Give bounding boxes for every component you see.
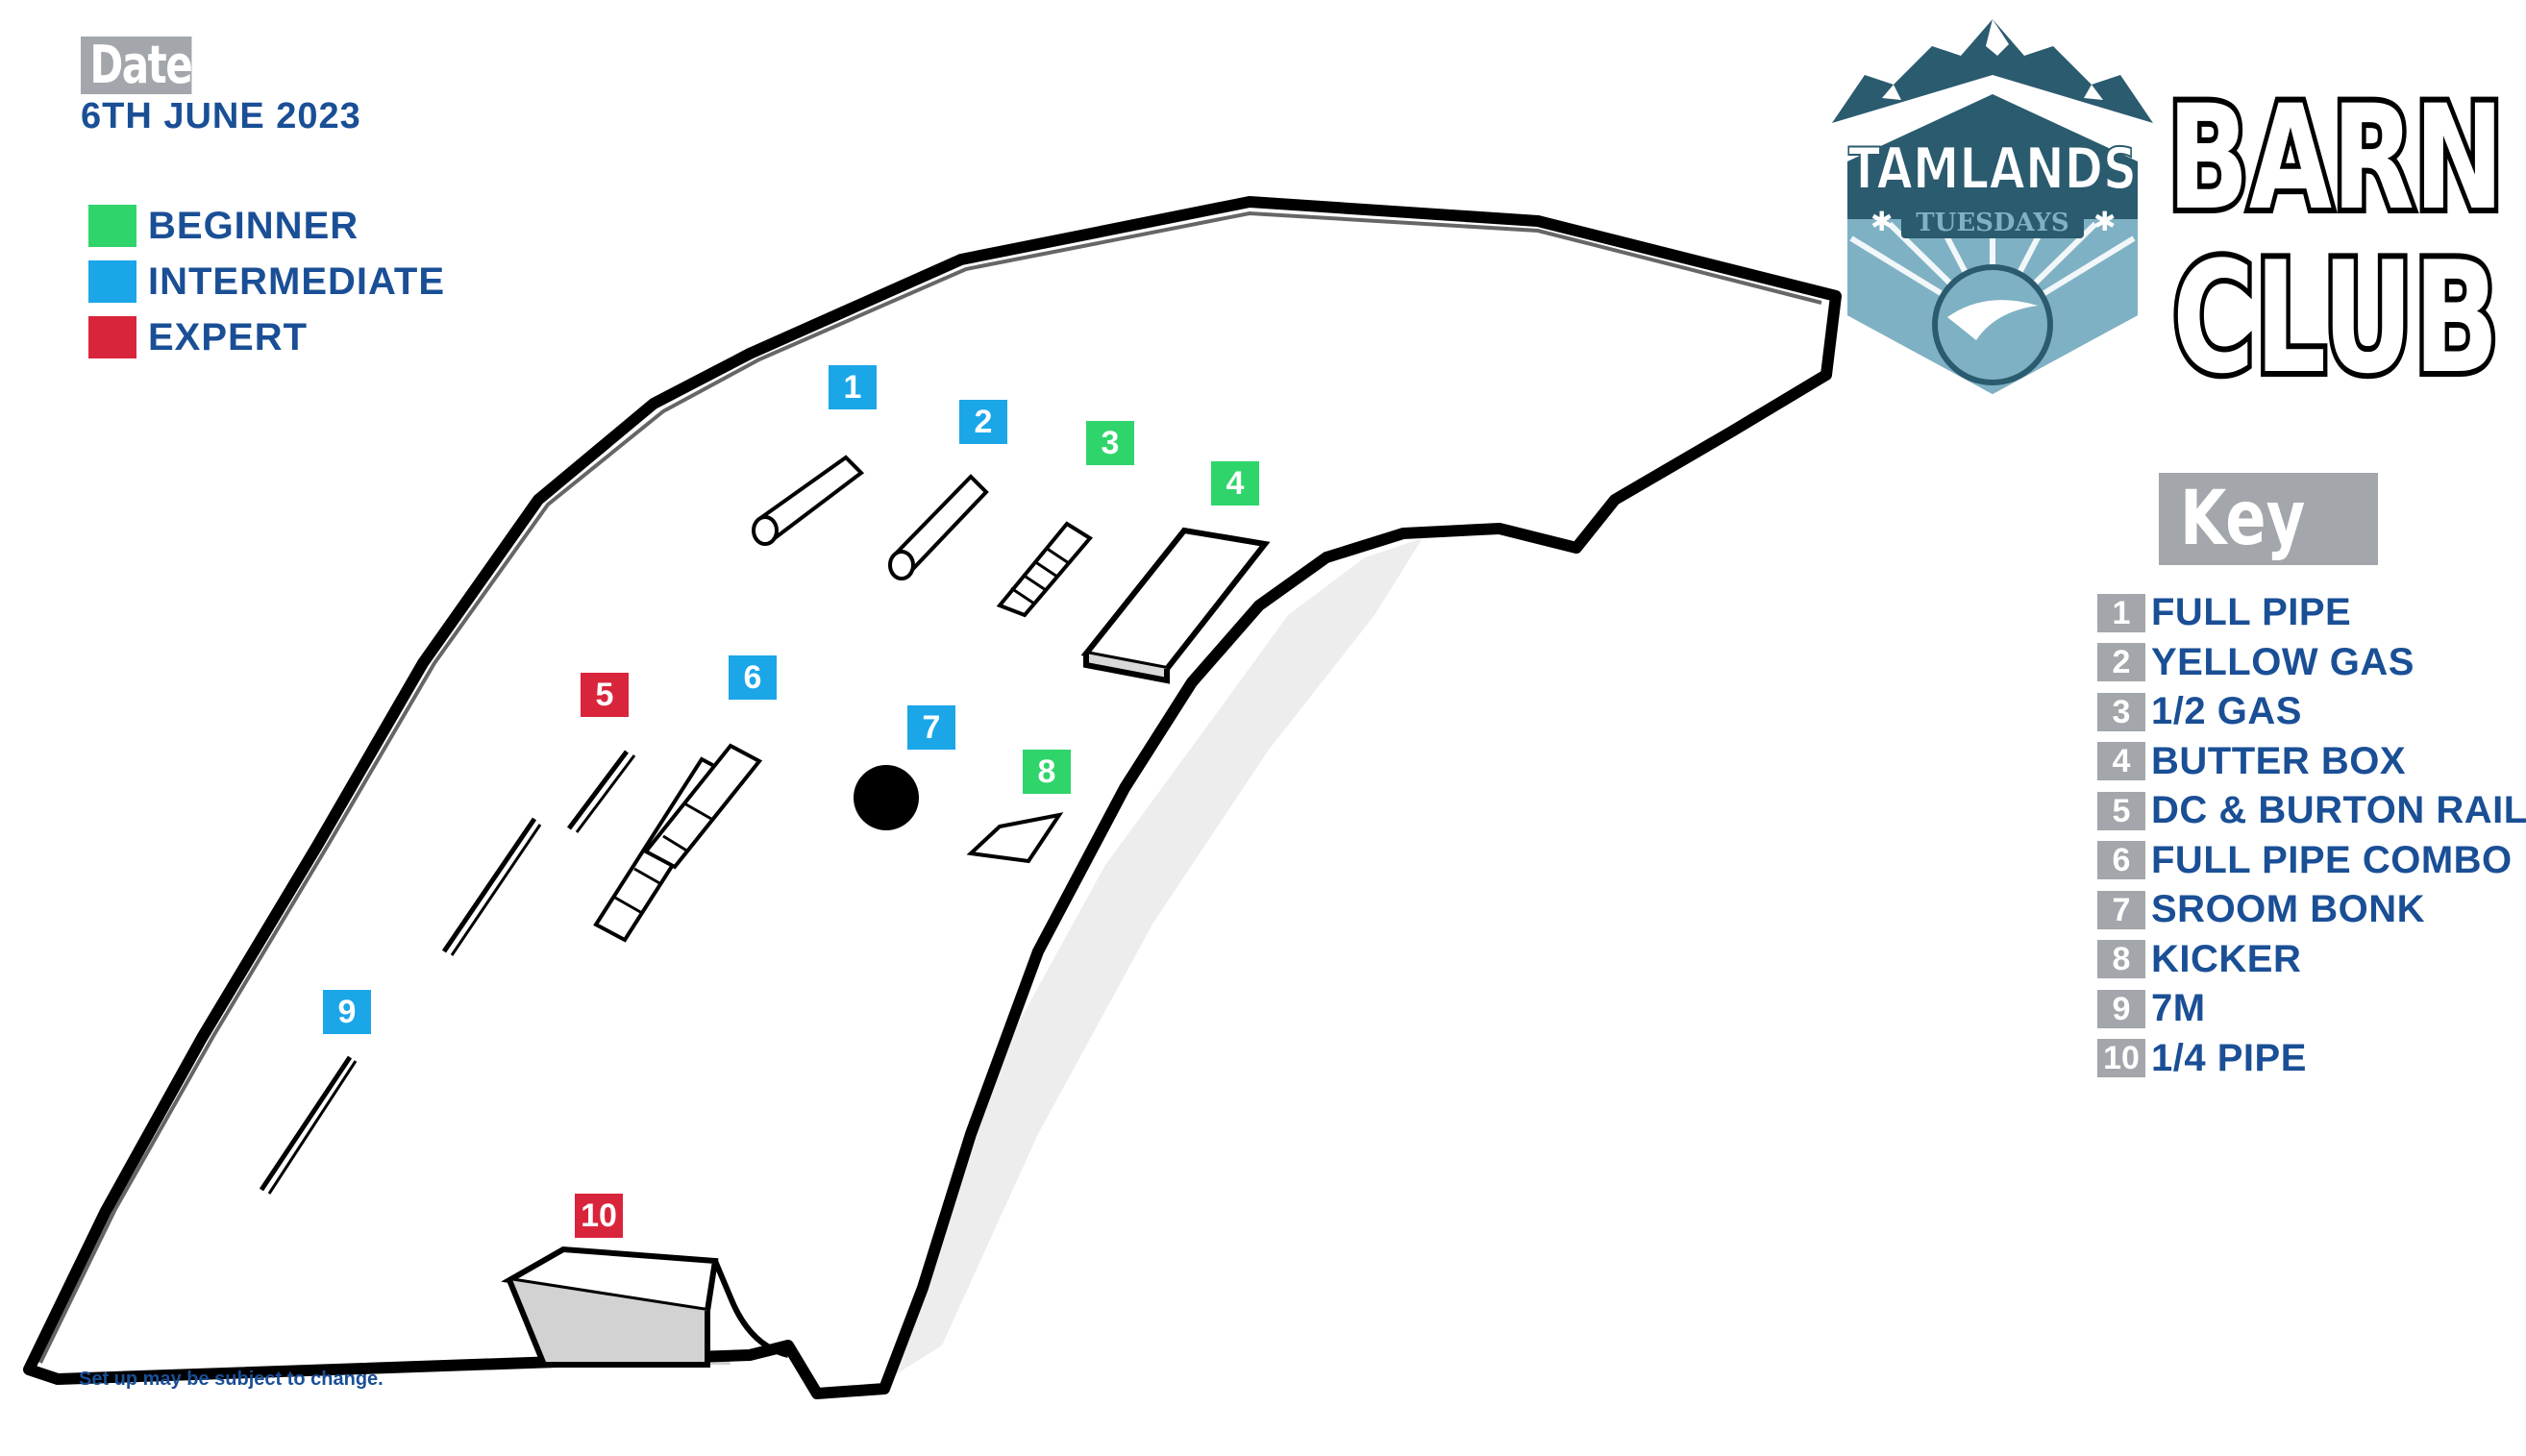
feature-badge-6: 6 [729,655,777,700]
key-item-number: 1 [2097,593,2145,632]
key-item-number: 5 [2097,791,2145,830]
footnote: Set up may be subject to change. [79,1369,384,1390]
barn-club-logo: BARN CLUB [2162,69,2510,394]
legend-swatch-beginner [88,205,136,247]
legend-label-intermediate: INTERMEDIATE [148,259,446,303]
legend-swatch-intermediate [88,260,136,303]
key-item-number: 6 [2097,841,2145,880]
feature-badge-2: 2 [959,400,1007,444]
key-item-number: 3 [2097,692,2145,731]
key-item-name: 1/4 PIPE [2151,1036,2307,1079]
obstacle-7m-rail [259,1055,358,1195]
club-logo-line1: BARN [2167,75,2504,242]
feature-badge-4: 4 [1211,461,1259,506]
slope-outline [23,196,1842,1399]
feature-badge-5: 5 [581,673,629,717]
legend-expert: EXPERT [88,315,308,359]
obstacle-half-gas [996,521,1094,618]
obstacle-full-pipe-combo [593,743,763,943]
key-item-name: KICKER [2151,937,2302,980]
obstacle-butter-box [1080,527,1271,684]
legend-intermediate: INTERMEDIATE [88,259,445,304]
obstacle-yellow-gas [888,474,989,580]
legend-beginner: BEGINNER [88,204,359,248]
tamlands-logo-title: TAMLANDS [1848,136,2137,203]
obstacle-wall-rail [441,817,542,956]
feature-badge-7: 7 [907,705,955,750]
key-item-number: 4 [2097,742,2145,781]
key-item-number: 9 [2097,989,2145,1028]
feature-badge-1: 1 [829,365,877,409]
date-value: 6TH JUNE 2023 [81,96,361,136]
key-item-name: 7M [2151,987,2206,1030]
obstacle-kicker [966,812,1064,864]
club-logo-line2: CLUB [2172,228,2499,394]
key-title: Key [2159,473,2378,565]
key-item-name: DC & BURTON RAIL [2151,789,2526,832]
obstacle-dc-burton-rail [567,750,636,833]
svg-text:✱: ✱ [1870,206,1893,237]
slope-outline-sketch [38,210,1822,1364]
tamlands-logo-subtitle: TUESDAYS [1916,209,2068,237]
feature-badge-10: 10 [575,1194,623,1238]
key-item-name: BUTTER BOX [2151,739,2406,782]
feature-badge-9: 9 [323,990,371,1034]
key-item-name: FULL PIPE [2151,591,2352,634]
feature-badge-8: 8 [1023,750,1071,794]
tamlands-tuesdays-logo: TAMLANDS TUESDAYS ✱ ✱ [1832,19,2153,394]
key-item-number: 8 [2097,940,2145,979]
key-item-name: SROOM BONK [2151,888,2425,931]
legend-label-beginner: BEGINNER [148,204,359,247]
key-item-name: YELLOW GAS [2151,640,2415,683]
svg-text:✱: ✱ [2093,206,2116,237]
legend-swatch-expert [88,316,136,358]
legend-label-expert: EXPERT [148,315,309,358]
feature-badge-3: 3 [1086,421,1134,465]
key-item-number: 10 [2097,1039,2145,1078]
key-item-number: 2 [2097,643,2145,682]
key-item-number: 7 [2097,890,2145,929]
key-item-name: 1/2 GAS [2151,690,2302,733]
obstacle-sroom-bonk [854,765,919,830]
key-item-name: FULL PIPE COMBO [2151,838,2513,881]
obstacle-quarter-pipe [501,1246,789,1368]
obstacle-full-pipe [752,455,865,546]
date-label: Date: [81,37,208,94]
